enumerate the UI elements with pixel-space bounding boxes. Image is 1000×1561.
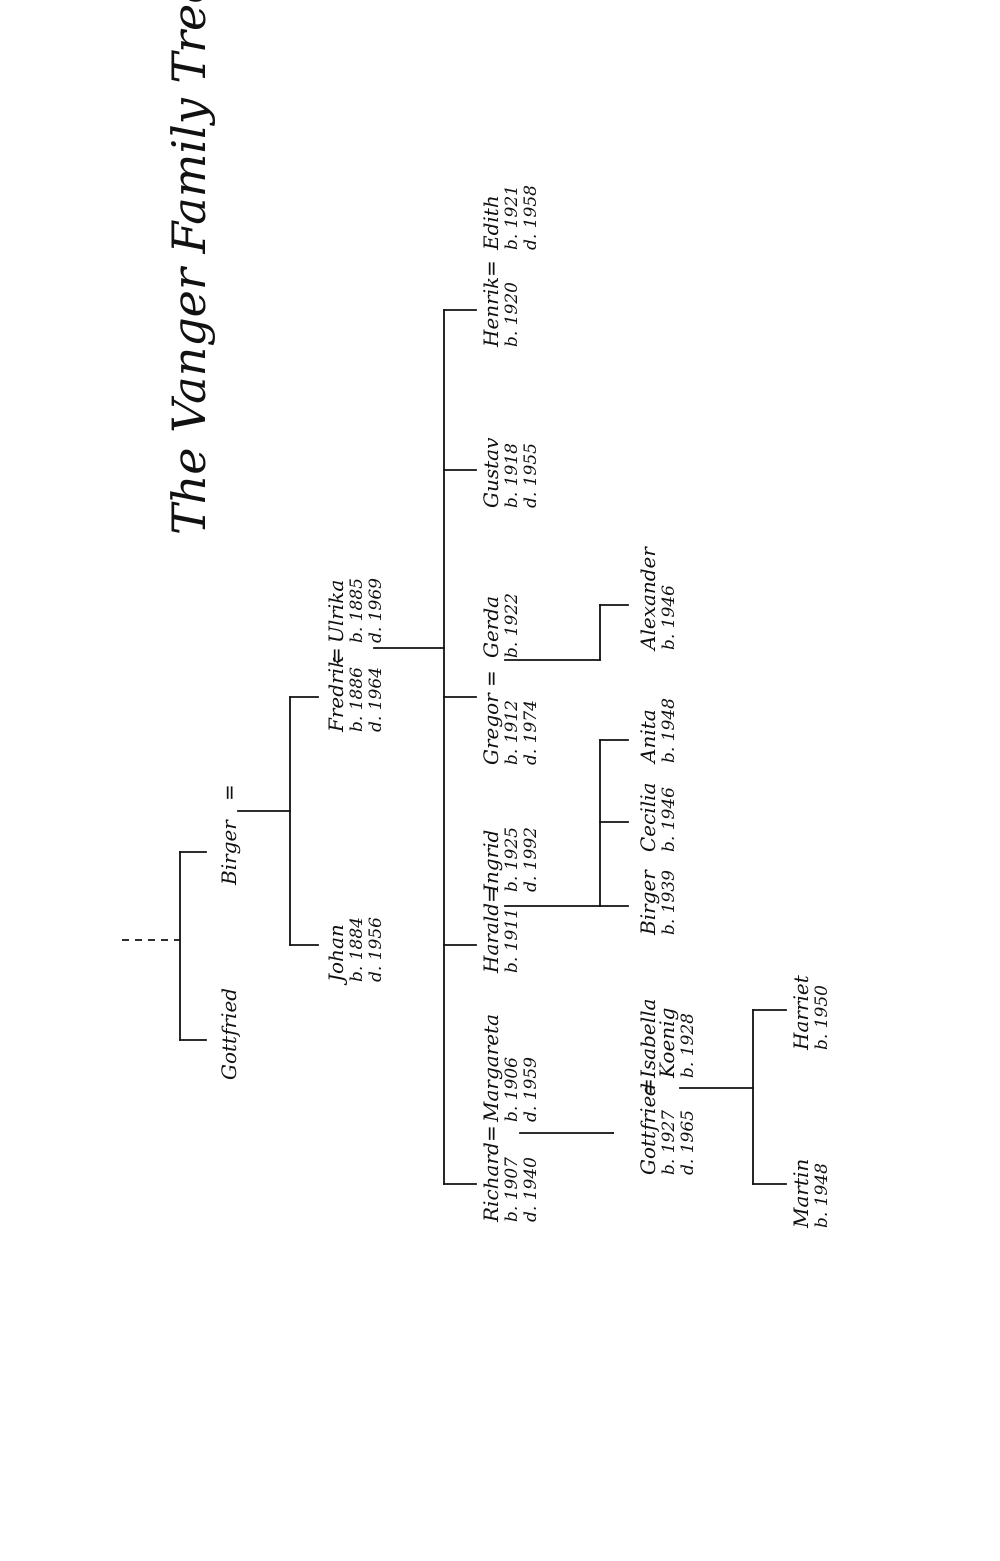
person-harriet: Harriet b. 1950 [789,974,832,1051]
person-martin: Martin b. 1948 [789,1159,832,1229]
person-gustav: Gustav b. 1918 d. 1955 [479,437,541,508]
birth-year: b. 1885 [347,578,367,643]
person-name: Harald [479,903,503,974]
death-year: d. 1964 [366,667,386,732]
person-harald: Harald b. 1911 = [479,886,522,974]
person-gottfried: Gottfried b. 1927 d. 1965 = [636,1078,698,1175]
person-name: Gottfried [217,988,241,1080]
birth-year: b. 1912 [502,700,522,765]
tree-connectors [122,309,787,1185]
marriage-sign: = [479,670,503,687]
person-name: Anita [636,709,660,765]
birth-year: b. 1921 [502,185,522,250]
birth-year: b. 1906 [502,1057,522,1122]
person-birger: Birger b. 1939 [636,869,679,936]
person-gottfried-elder: Gottfried [217,988,241,1080]
birth-year: b. 1925 [502,827,522,892]
person-name: Richard [479,1142,503,1223]
person-margareta: Margareta b. 1906 d. 1959 [479,1014,541,1123]
death-year: d. 1965 [678,1110,698,1175]
birth-year: b. 1939 [659,870,679,935]
person-henrik: Henrik b. 1920 = [479,260,522,348]
person-isabella: Isabella Koenig b. 1928 [636,999,698,1079]
person-name: Isabella [636,999,660,1079]
person-name: Gustav [479,437,503,508]
person-ulrika: Ulrika b. 1885 d. 1969 [324,578,386,643]
birth-year: b. 1886 [347,667,367,732]
person-name: Ingrid [479,830,503,893]
birth-year: b. 1918 [502,443,522,508]
person-name: Gregor [479,692,503,765]
person-name: Ulrika [324,580,348,643]
person-johan: Johan b. 1884 d. 1956 [324,917,386,986]
marriage-sign: = [479,1125,503,1142]
person-anita: Anita b. 1948 [636,698,679,765]
death-year: d. 1958 [521,185,541,250]
birth-year: b. 1920 [502,282,522,347]
birth-year: b. 1927 [659,1110,679,1175]
person-gerda: Gerda b. 1922 [479,593,522,658]
person-name: Edith [479,195,503,251]
person-name: Cecilia [636,783,660,852]
person-ingrid: Ingrid b. 1925 d. 1992 [479,827,541,893]
marriage-sign: = [324,647,348,664]
birth-year: b. 1911 [502,908,522,973]
birth-year: b. 1922 [502,593,522,658]
birth-year: b. 1928 [678,1013,698,1078]
birth-year: b. 1948 [659,698,679,763]
birth-year: b. 1946 [659,787,679,852]
person-name: Birger [636,869,660,936]
person-name: Alexander [636,546,660,652]
person-edith: Edith b. 1921 d. 1958 [479,185,541,251]
birth-year: b. 1950 [812,985,832,1050]
person-name: Harriet [789,974,813,1051]
birth-year: b. 1907 [502,1157,522,1222]
death-year: d. 1974 [521,700,541,765]
person-surname: Koenig [655,1008,679,1079]
birth-year: b. 1946 [659,585,679,650]
page-title: The Vanger Family Tree [162,0,216,535]
death-year: d. 1940 [521,1157,541,1222]
marriage-sign: = [217,784,241,801]
death-year: d. 1956 [366,917,386,982]
person-name: Fredrik [324,656,348,733]
person-cecilia: Cecilia b. 1946 [636,783,679,852]
person-gregor: Gregor b. 1912 d. 1974 = [479,670,541,765]
death-year: d. 1955 [521,443,541,508]
death-year: d. 1959 [521,1057,541,1122]
person-name: Gerda [479,596,503,658]
person-name: Birger [217,819,241,886]
death-year: d. 1992 [521,827,541,892]
marriage-sign: = [479,886,503,903]
death-year: d. 1969 [366,578,386,643]
birth-year: b. 1948 [812,1163,832,1228]
birth-year: b. 1884 [347,917,367,982]
person-fredrik: Fredrik b. 1886 d. 1964 = [324,647,386,733]
marriage-sign: = [636,1078,660,1095]
person-name: Martin [789,1159,813,1229]
person-name: Johan [324,924,348,986]
person-alexander: Alexander b. 1946 [636,546,679,652]
person-name: Margareta [479,1014,503,1123]
person-birger-elder: Birger = [217,784,241,886]
person-name: Henrik [479,277,503,348]
person-richard: Richard b. 1907 d. 1940 = [479,1125,541,1223]
person-name: Gottfried [636,1083,660,1175]
marriage-sign: = [479,260,503,277]
